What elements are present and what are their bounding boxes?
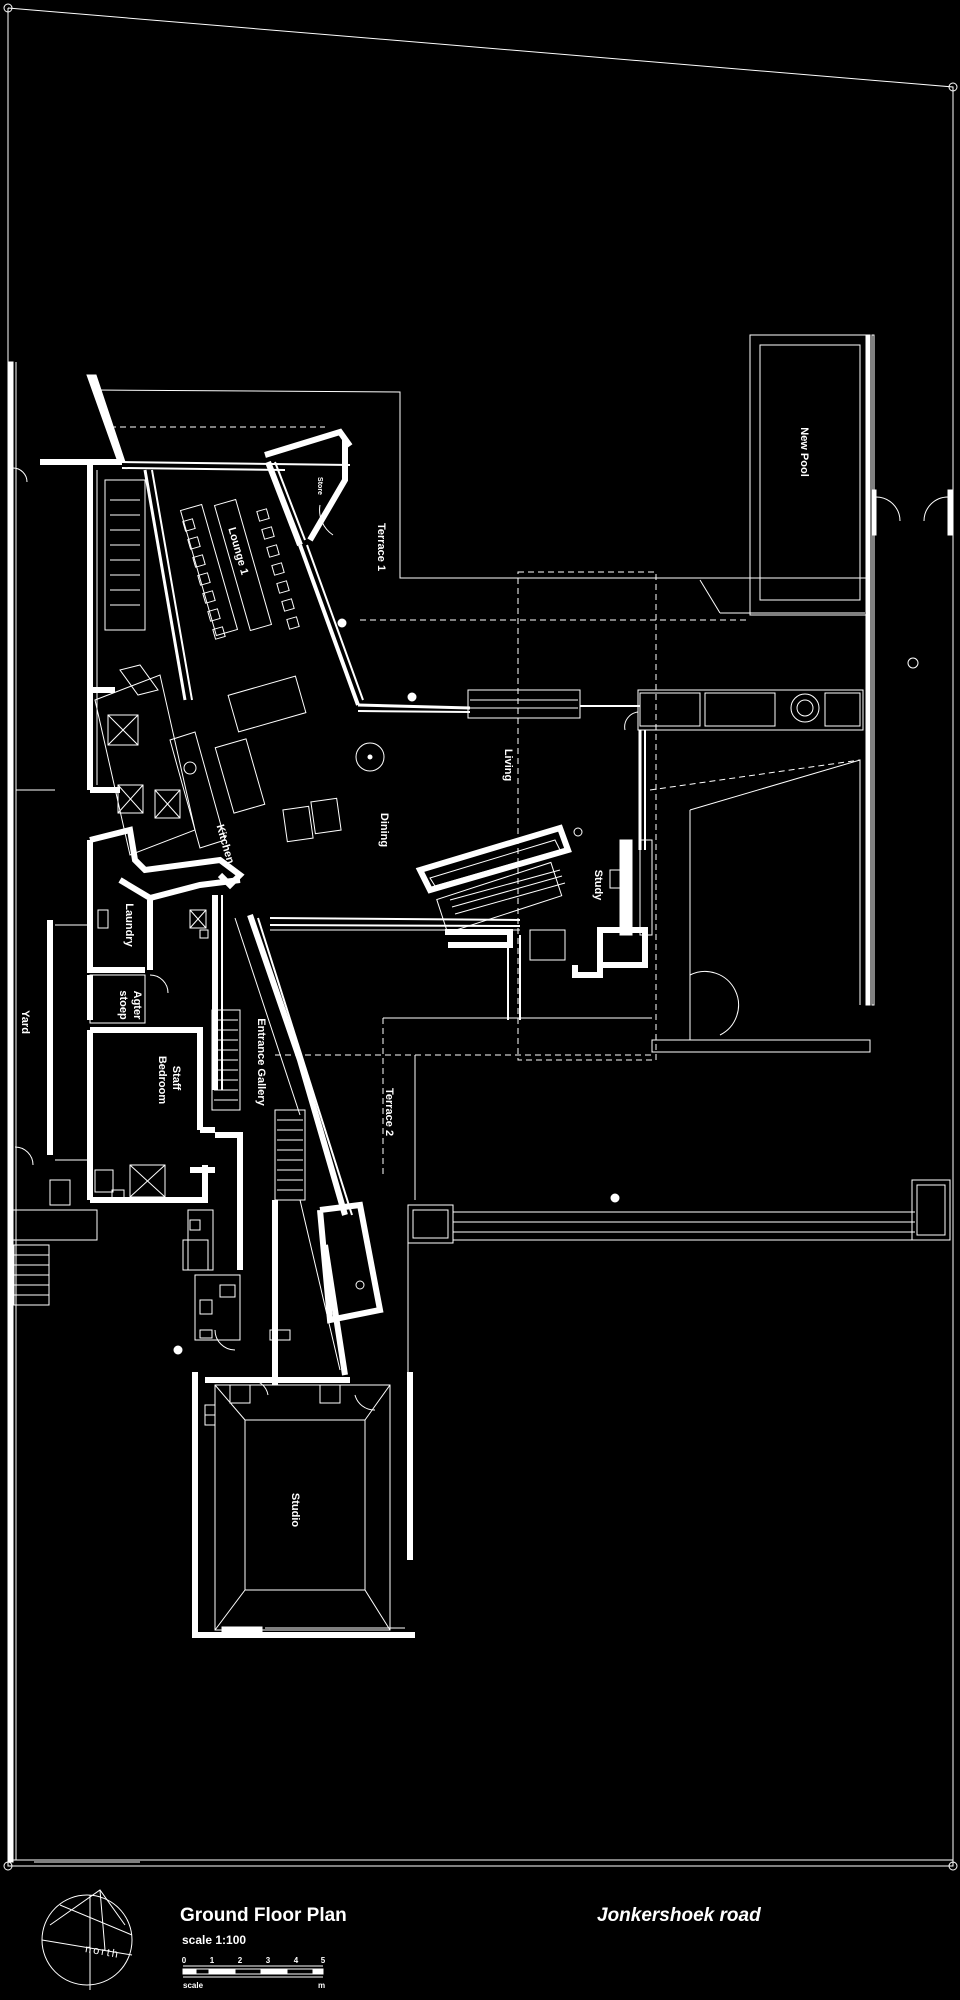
scale-unit: m [318,1981,325,1990]
north-arrow: north [41,1889,133,1990]
service-wing [11,460,245,1306]
room-label-yard: Yard [19,1010,31,1034]
building-walls [40,374,864,1040]
room-label-studio: Studio [289,1493,301,1527]
site-boundary [3,3,958,1871]
room-label-terrace-1: Terrace 1 [375,523,387,571]
pool-gate [871,489,953,669]
room-label-entrance-gallery: Entrance Gallery [255,1018,267,1106]
room-label-agter: Agter [131,991,143,1020]
room-label-terrace-2: Terrace 2 [383,1088,395,1136]
terrace-2-outline [269,917,871,1200]
room-label-new-pool: New Pool [798,427,810,477]
scale-bar: 0 1 2 3 4 5 scale m [182,1956,326,1990]
room-label-lounge-1: Lounge 1 [225,526,250,576]
scale-label: scale 1:100 [182,1933,246,1947]
scale-tick-0: 0 [182,1956,187,1965]
title-block: Ground Floor Plan scale 1:100 0 1 2 3 4 … [180,1905,761,1990]
scale-tick-2: 2 [238,1956,243,1965]
room-label-bedroom: Bedroom [156,1056,168,1105]
lounge-furniture [179,498,417,843]
room-label-store: Store [316,477,323,495]
entrance-gallery-walls [173,895,384,1385]
drawing-title: Ground Floor Plan [180,1905,347,1926]
new-pool [699,334,875,1006]
study-walls [507,839,653,1020]
road-label: Jonkershoek road [597,1905,761,1926]
scale-tick-3: 3 [266,1956,271,1965]
room-label-stoep: stoep [117,990,129,1020]
room-label-dining: Dining [378,813,390,847]
north-label: north [84,1943,121,1961]
fireplace-feature [415,824,583,934]
room-label-staff: Staff [170,1066,182,1091]
scale-tick-4: 4 [294,1956,299,1965]
scale-tick-1: 1 [210,1956,215,1965]
studio-walls [192,1372,415,1638]
garden-wall [407,1179,951,1560]
boundary-wall-west [7,361,55,1863]
terrace-1-outline [94,389,870,621]
room-labels: New Pool Terrace 1 Store Lounge 1 Kitche… [19,427,810,1527]
scale-word: scale [183,1981,204,1990]
room-label-study: Study [592,870,604,901]
room-label-laundry: Laundry [123,903,135,947]
living-zone-frame [517,571,657,1061]
scale-tick-5: 5 [321,1956,326,1965]
room-label-living: Living [502,749,514,781]
